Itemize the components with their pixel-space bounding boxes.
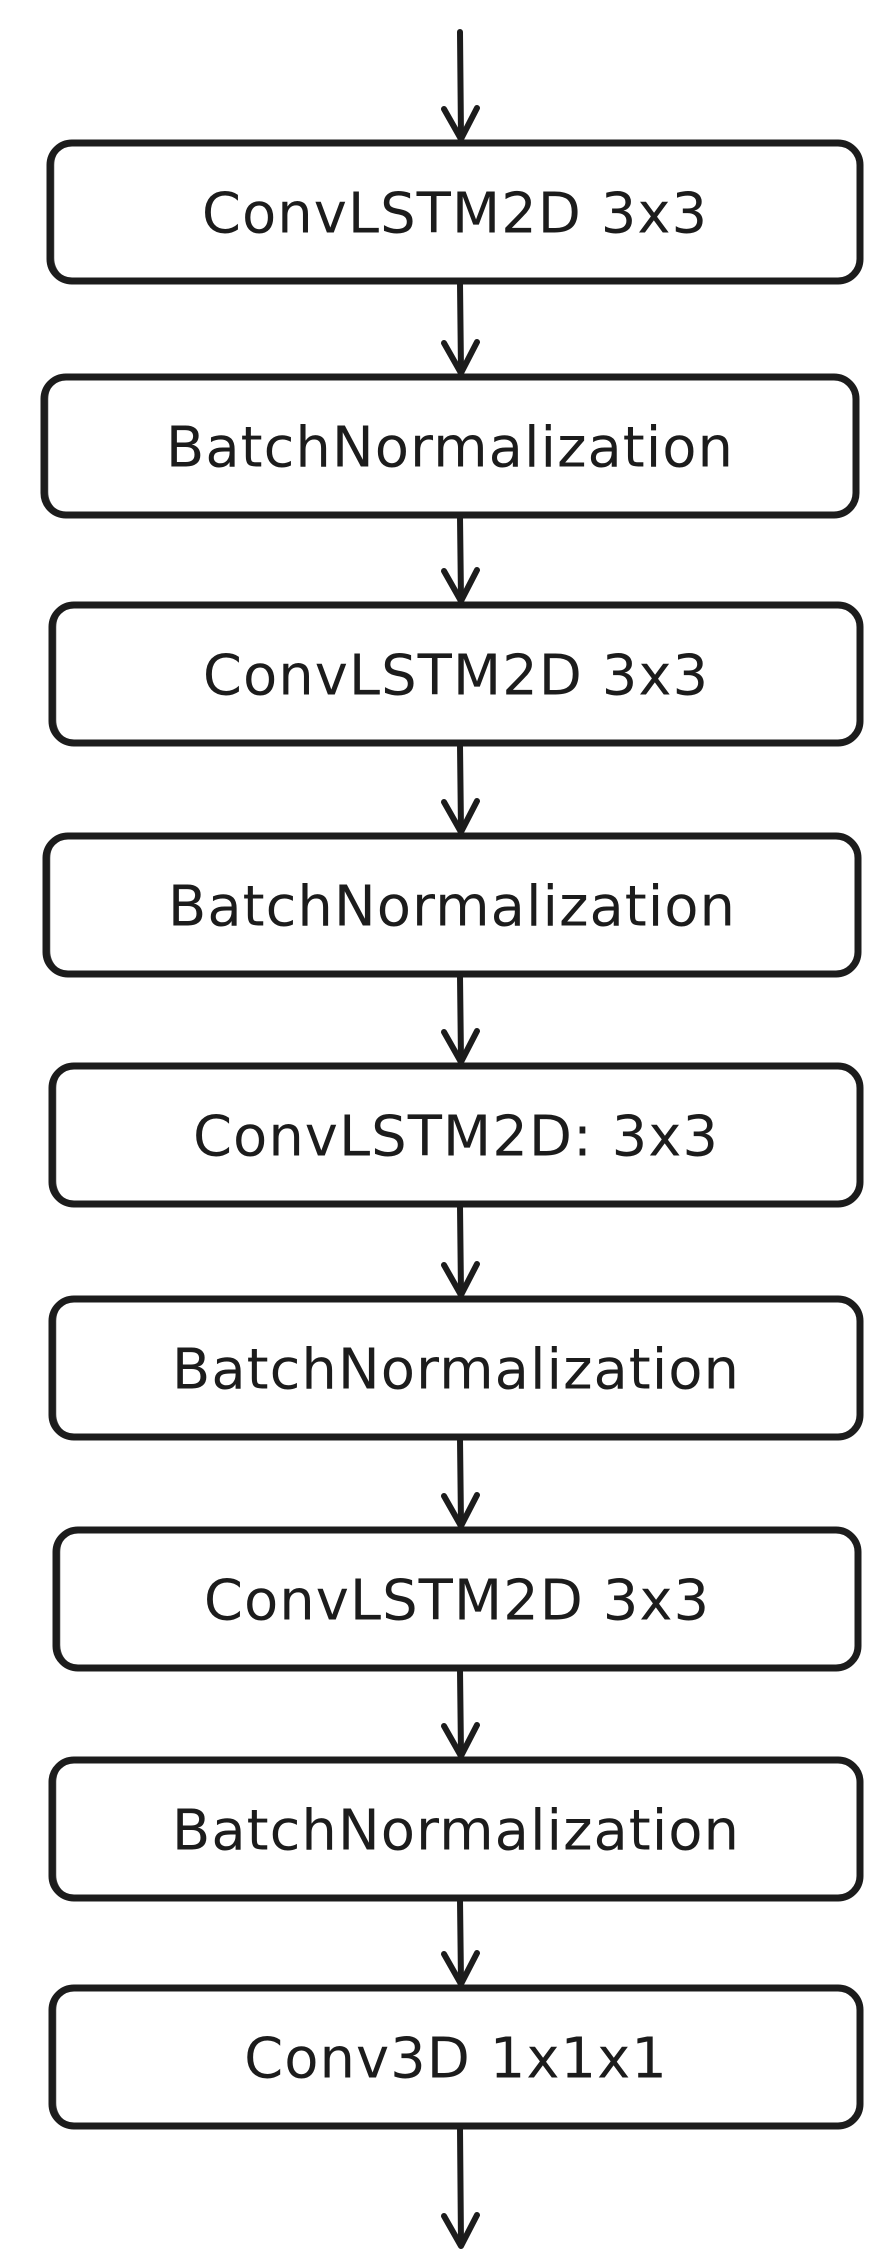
- layer-label: BatchNormalization: [172, 1799, 740, 1864]
- arrow-head: [441, 567, 480, 604]
- layer-label: ConvLSTM2D: 3x3: [193, 1105, 719, 1170]
- layer-node: Conv3D 1x1x1: [48, 1984, 864, 2130]
- connector-arrow-4: [441, 973, 480, 1065]
- layer-node: ConvLSTM2D 3x3: [52, 1526, 862, 1672]
- connector-arrow-5: [441, 1203, 480, 1298]
- layer-label: ConvLSTM2D 3x3: [202, 182, 708, 247]
- layer-box-sketch: [53, 601, 861, 746]
- layer-box-sketch: [53, 1756, 861, 1901]
- arrow-shaft: [457, 1897, 464, 1985]
- output-arrow: [441, 2125, 480, 2249]
- arrow-shaft: [457, 280, 464, 374]
- layer-node: BatchNormalization: [48, 1756, 864, 1902]
- layer-label: BatchNormalization: [166, 416, 734, 481]
- arrow-head: [441, 105, 480, 142]
- layer-box-sketch: [45, 373, 857, 518]
- layer-box-sketch: [53, 1295, 861, 1440]
- layer-label: BatchNormalization: [168, 875, 736, 940]
- layer-node: ConvLSTM2D 3x3: [46, 139, 864, 285]
- layer-box-sketch: [53, 1984, 861, 2129]
- layer-label: Conv3D 1x1x1: [244, 2027, 668, 2092]
- arrow-shaft: [457, 1436, 464, 1527]
- connector-arrow-6: [441, 1436, 480, 1529]
- arrow-head: [441, 1261, 480, 1298]
- connector-arrow-3: [441, 742, 480, 835]
- connector-arrow-2: [441, 514, 480, 604]
- layer-node: BatchNormalization: [48, 1295, 864, 1441]
- arrow-shaft: [457, 514, 464, 602]
- layer-box-sketch: [57, 1526, 859, 1671]
- arrow-shaft: [457, 2125, 464, 2247]
- layer-box-sketch: [53, 1062, 861, 1207]
- arrow-shaft: [457, 29, 464, 140]
- layer-node: BatchNormalization: [40, 373, 860, 519]
- nodes-layer: ConvLSTM2D 3x3BatchNormalizationConvLSTM…: [40, 139, 864, 2130]
- arrow-head: [441, 1722, 480, 1759]
- connector-arrow-8: [441, 1897, 480, 1987]
- layer-node: ConvLSTM2D 3x3: [48, 601, 864, 747]
- connector-arrow-1: [441, 280, 480, 376]
- arrow-shaft: [457, 973, 464, 1063]
- arrow-head: [441, 1028, 480, 1065]
- arrow-shaft: [457, 1667, 464, 1757]
- layer-box-sketch: [47, 832, 859, 977]
- arrow-head: [441, 798, 480, 835]
- arrow-shaft: [457, 742, 464, 833]
- layer-label: ConvLSTM2D 3x3: [203, 644, 709, 709]
- layer-node: BatchNormalization: [42, 832, 862, 978]
- arrow-head: [441, 1492, 480, 1529]
- input-arrow: [441, 29, 480, 142]
- arrow-head: [441, 1950, 480, 1987]
- arrow-shaft: [457, 1203, 464, 1296]
- edges-layer: [441, 29, 480, 2249]
- arrow-head: [441, 339, 480, 376]
- layer-box-sketch: [51, 139, 861, 284]
- arrow-head: [441, 2212, 480, 2249]
- layer-node: ConvLSTM2D: 3x3: [48, 1062, 864, 1208]
- layer-label: BatchNormalization: [172, 1338, 740, 1403]
- connector-arrow-7: [441, 1667, 480, 1759]
- layer-label: ConvLSTM2D 3x3: [204, 1569, 710, 1634]
